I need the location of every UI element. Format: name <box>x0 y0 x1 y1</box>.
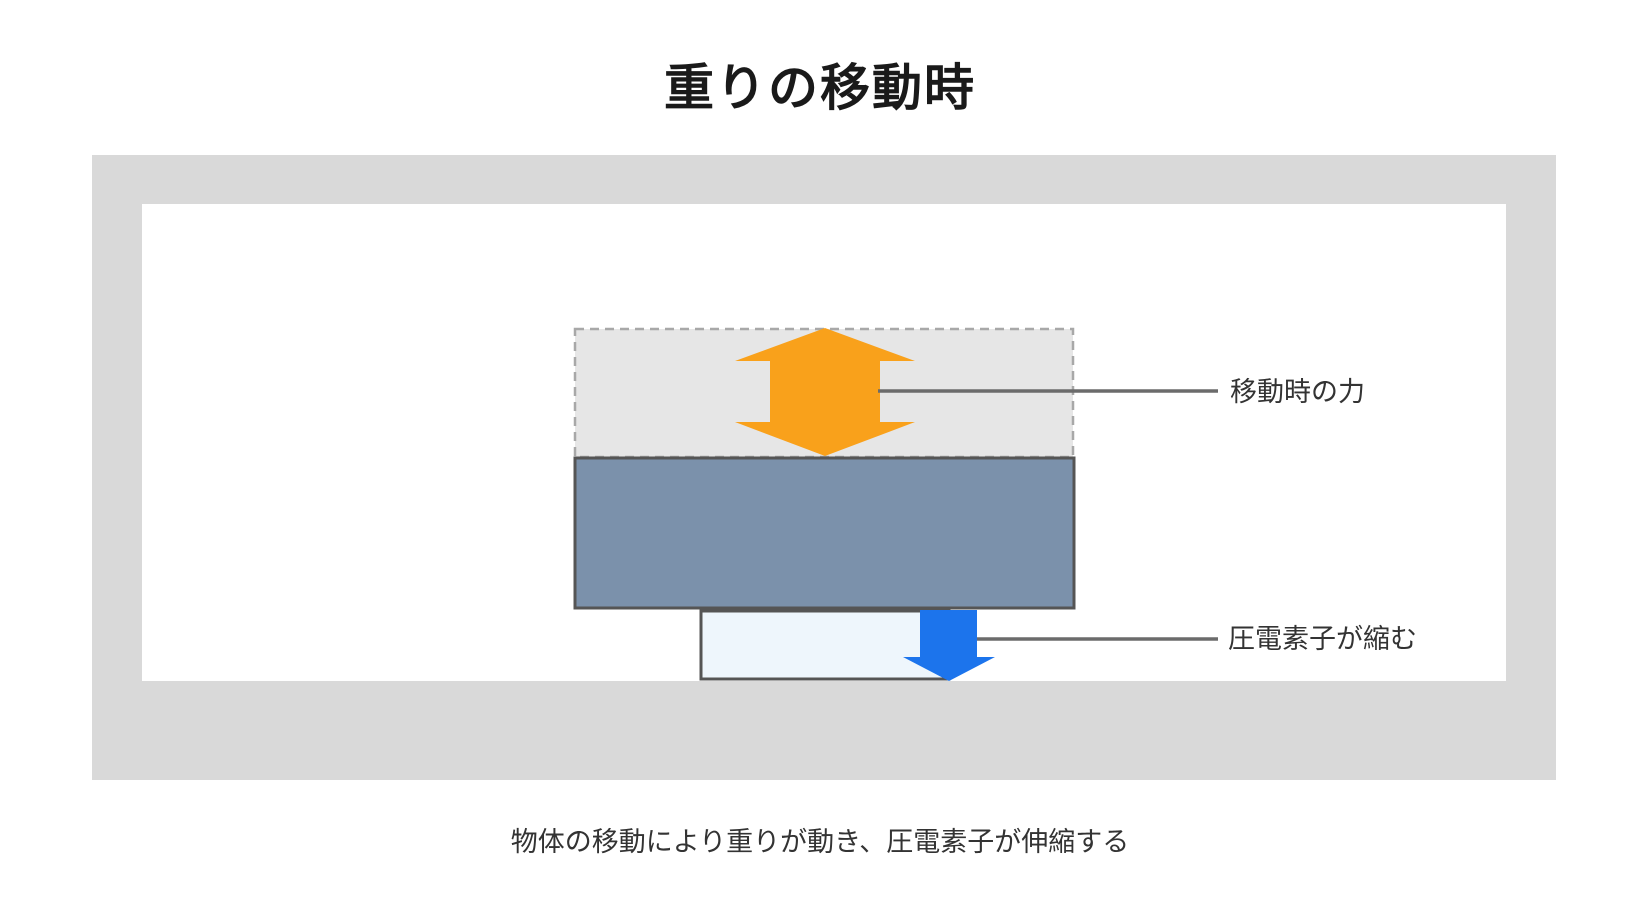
label-force-during-motion: 移動時の力 <box>1230 377 1365 408</box>
piezo-element <box>699 609 951 681</box>
diagram-caption: 物体の移動により重りが動き、圧電素子が伸縮する <box>510 827 1130 858</box>
base-plate <box>92 681 1556 780</box>
weight-block <box>573 456 1076 610</box>
orange-double-arrow-icon <box>735 328 915 456</box>
page-title: 重りの移動時 <box>664 59 976 117</box>
label-piezo-contracts: 圧電素子が縮む <box>1228 624 1417 655</box>
blue-down-arrow-icon <box>903 610 995 681</box>
